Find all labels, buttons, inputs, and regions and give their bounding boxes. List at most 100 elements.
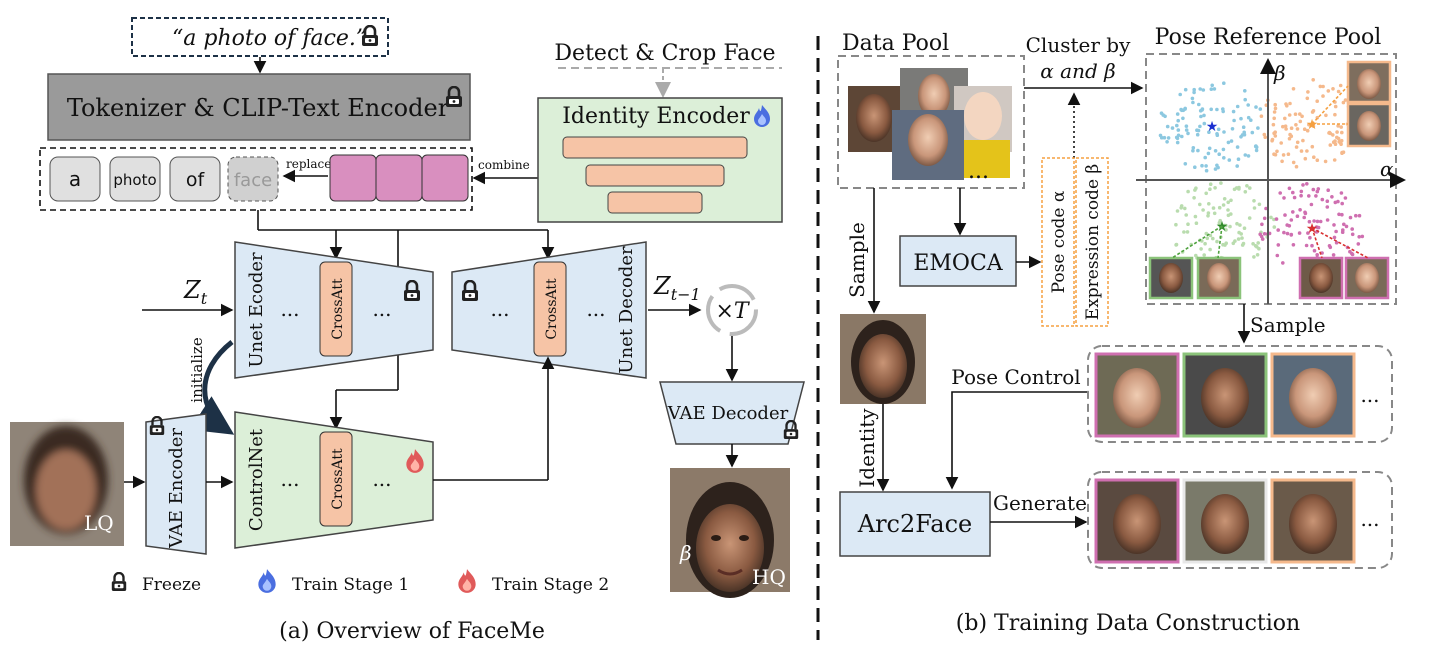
scatter-dot: [1193, 214, 1198, 219]
scatter-dot: [1336, 89, 1341, 94]
scatter-dot: [1159, 111, 1164, 115]
crossatt-label: CrossAtt: [330, 278, 346, 340]
scatter-dot: [1183, 162, 1188, 166]
scatter-dot: [1293, 112, 1298, 116]
identity-face-image: [840, 314, 926, 404]
scatter-dot: [1174, 243, 1178, 247]
vae-decoder: [659, 381, 805, 445]
scatter-dot: [1275, 253, 1280, 258]
scatter-dot: [1210, 83, 1214, 88]
scatter-dot: [1332, 158, 1337, 162]
scatter-dot: [1191, 148, 1195, 153]
scatter-dot: [1218, 218, 1222, 223]
scatter-dot: [1250, 130, 1255, 135]
scatter-dot: [1206, 214, 1210, 218]
scatter-dot: [1217, 222, 1222, 227]
scatter-dot: [1221, 107, 1225, 111]
scatter-dot: [1175, 112, 1180, 116]
scatter-dot: [1192, 90, 1196, 95]
emoca-label: EMOCA: [913, 251, 1003, 276]
scatter-dot: [1305, 182, 1309, 186]
scatter-dot: [1201, 88, 1206, 92]
scatter-dot: [1311, 187, 1316, 192]
scatter-dot: [1274, 217, 1279, 221]
expression-code-label: Expression code β: [1083, 164, 1103, 320]
scatter-dot: [1318, 219, 1323, 224]
pose-control-group: [1087, 345, 1393, 443]
scatter-dot: [1354, 213, 1358, 218]
identity-token: [329, 154, 377, 202]
scatter-dot: [1231, 241, 1236, 246]
scatter-dot: [1318, 84, 1323, 89]
scatter-dot: [1193, 165, 1197, 169]
scatter-dot: [1272, 225, 1277, 229]
scatter-dot: [1333, 200, 1338, 205]
scatter-dot: [1273, 130, 1277, 134]
generate-label: Generate: [993, 491, 1087, 515]
scatter-dot: [1302, 127, 1307, 131]
scatter-dot: [1306, 90, 1310, 94]
scatter-dot: [1175, 140, 1180, 145]
scatter-dot: [1324, 113, 1328, 118]
scatter-dot: [1312, 248, 1317, 253]
scatter-dot: [1315, 219, 1320, 224]
scatter-dot: [1221, 242, 1225, 247]
scatter-dot: [1224, 241, 1228, 245]
token-box: [109, 156, 161, 202]
scatter-dot: [1197, 102, 1201, 107]
scatter-dot: [1184, 213, 1188, 217]
scatter-dot: [1201, 208, 1205, 212]
crossatt-label: CrossAtt: [330, 448, 346, 510]
scatter-dot: [1325, 199, 1330, 203]
scatter-dot: [1309, 202, 1314, 207]
scatter-dot: [1248, 186, 1252, 190]
scatter-dot: [1235, 104, 1240, 109]
scatter-dot: [1272, 116, 1276, 121]
scatter-dot: [1333, 104, 1338, 109]
data-pool-box: [837, 55, 1025, 189]
scatter-dot: [1217, 152, 1221, 156]
crossatt-block: [533, 261, 567, 357]
legend-flame-blue-icon: [258, 569, 276, 593]
z-t-label: Zt: [183, 276, 208, 308]
scatter-dot: [1339, 138, 1344, 143]
emoca-box: [899, 235, 1017, 287]
scatter-dot: [1270, 138, 1274, 143]
scatter-dot: [1273, 152, 1278, 157]
scatter-dot: [1196, 148, 1200, 153]
caption-a: (a) Overview of FaceMe: [279, 619, 545, 644]
pose-code-label: Pose code α: [1049, 190, 1069, 293]
pose-ref-pool-label: Pose Reference Pool: [1155, 25, 1382, 50]
scatter-dot: [1191, 100, 1195, 105]
scatter-dot: [1249, 118, 1253, 122]
caption-b: (b) Training Data Construction: [956, 611, 1300, 636]
ellipsis: ...: [1360, 383, 1379, 407]
scatter-dot: [1328, 143, 1333, 147]
scatter-dot: [1232, 118, 1236, 123]
scatter-dot: [1325, 218, 1330, 222]
scatter-dot: [1256, 241, 1260, 245]
scatter-dot: [1271, 122, 1276, 127]
scatter-dot: [1339, 191, 1344, 195]
scatter-dot: [1295, 127, 1300, 131]
scatter-dot: [1191, 146, 1196, 150]
scatter-dot: [1243, 153, 1248, 157]
scatter-dot: [1360, 234, 1365, 239]
scatter-dot: [1178, 92, 1182, 97]
scatter-dot: [1230, 127, 1235, 131]
scatter-dot: [1273, 134, 1278, 138]
token-text: a: [69, 167, 81, 191]
scatter-dot: [1258, 107, 1263, 111]
scatter-dot: [1336, 136, 1341, 141]
scatter-dot: [1344, 224, 1349, 229]
scatter-dot: [1252, 255, 1256, 259]
vae-decoder-label: VAE Decoder: [667, 403, 789, 424]
scatter-dot: [1294, 123, 1298, 127]
scatter-dot: [1292, 195, 1297, 200]
scatter-dot: [1192, 87, 1196, 92]
scatter-dot: [1221, 147, 1226, 152]
scatter-dot: [1240, 133, 1245, 137]
cluster-center-star: ★: [1206, 119, 1219, 135]
encoder-layer: [607, 191, 703, 214]
scatter-dot: [1213, 186, 1217, 190]
